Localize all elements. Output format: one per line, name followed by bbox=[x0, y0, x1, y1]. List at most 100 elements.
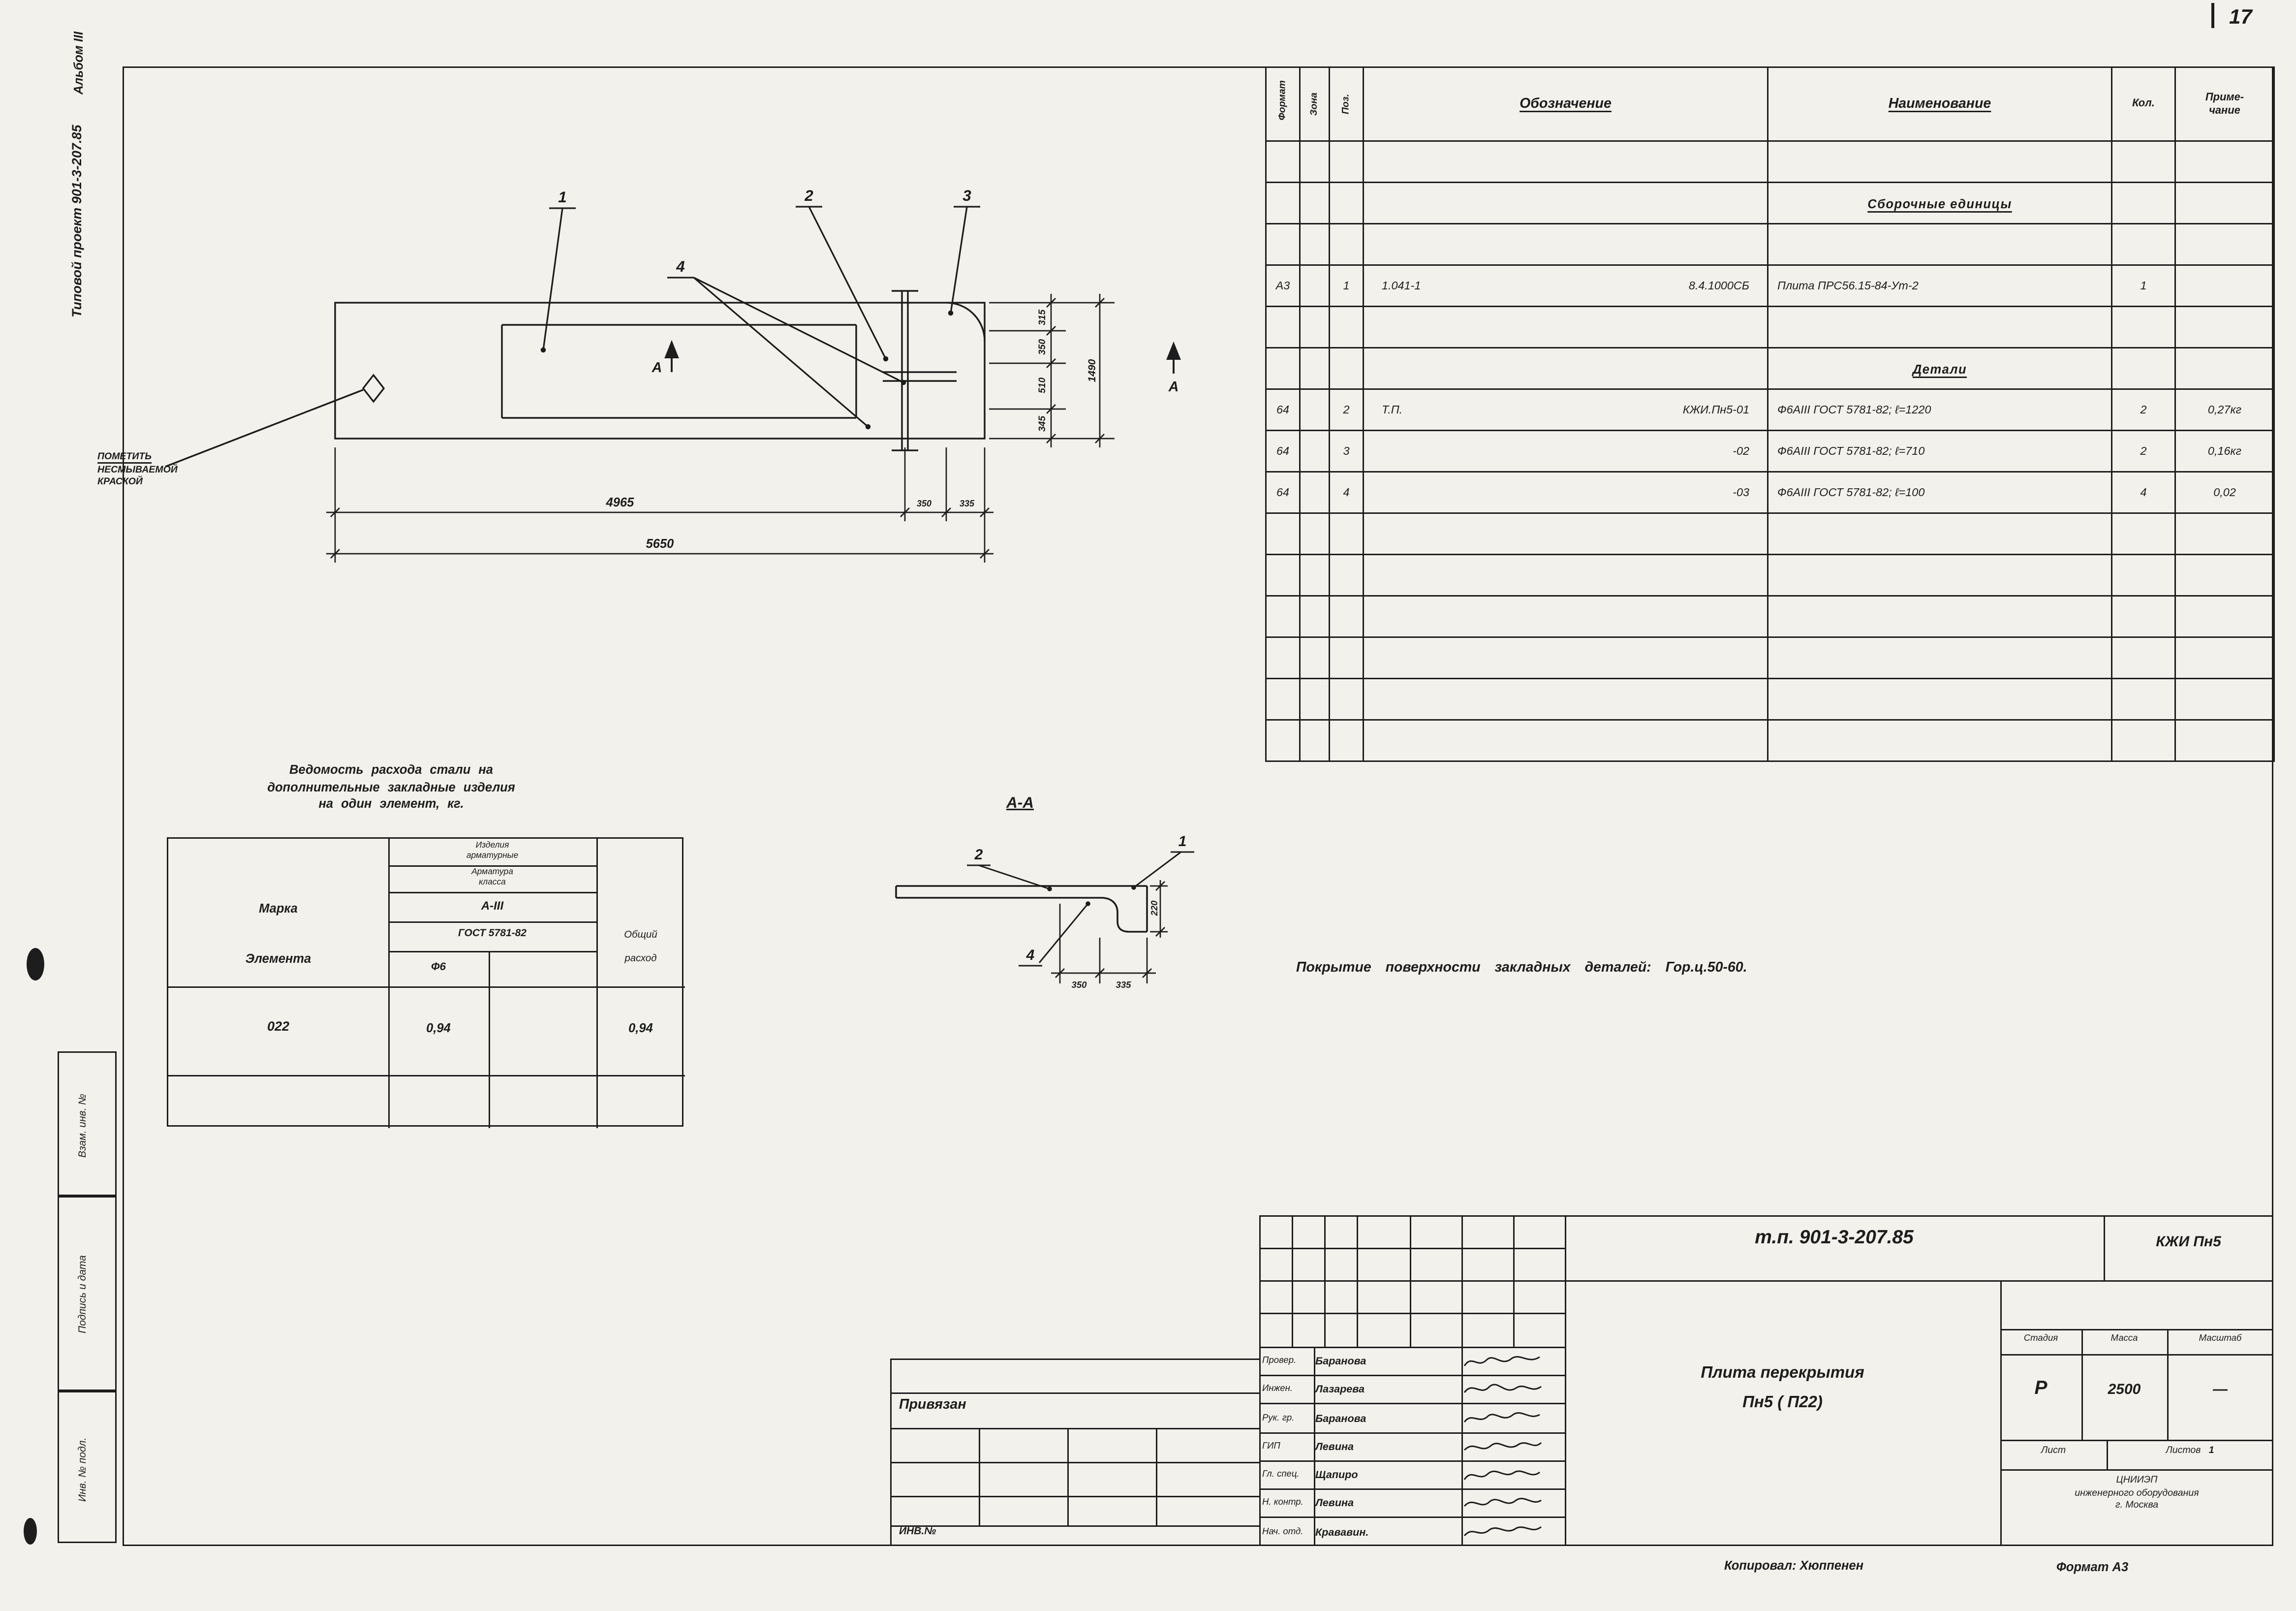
dim-4965: 4965 bbox=[606, 496, 635, 509]
attached-label: Привязан bbox=[899, 1397, 966, 1413]
dim-v345: 345 bbox=[1037, 416, 1048, 432]
section-drawing: А-А 2 1 4 220 350 335 bbox=[895, 793, 1194, 990]
section-cut-marks bbox=[664, 340, 1181, 374]
section-dim-335: 335 bbox=[1116, 979, 1132, 990]
signer-role: Нач. отд. bbox=[1262, 1526, 1303, 1537]
margin-inv-label: Инв. № подл. bbox=[78, 1437, 89, 1502]
dim-335: 335 bbox=[960, 499, 975, 508]
signer-row: Гл. спец. Щапиро bbox=[1259, 1460, 1565, 1488]
spec-header-format: Формат bbox=[1265, 66, 1301, 142]
steel-row-mark: 022 bbox=[267, 1019, 290, 1034]
drawing-title-line1: Плита перекрытия bbox=[1701, 1364, 1864, 1382]
coating-note: Покрытие поверхности закладных деталей: … bbox=[1296, 960, 1747, 976]
drawing-title-line2: Пн5 ( П22) bbox=[1742, 1394, 1823, 1412]
dim-v1490: 1490 bbox=[1086, 359, 1098, 382]
page-number: 17 bbox=[2229, 4, 2252, 28]
signer-row: Нач. отд. Крававин. bbox=[1259, 1516, 1565, 1546]
plan-dimension-lines bbox=[326, 294, 1115, 563]
margin-album-label: Альбом III bbox=[71, 31, 86, 95]
signer-name: Левина bbox=[1315, 1440, 1354, 1453]
plan-callout-2: 2 bbox=[804, 187, 813, 204]
paint-note-line3: КРАСКОЙ bbox=[97, 477, 143, 487]
plan-callout-3: 3 bbox=[962, 187, 971, 204]
signer-role: Н. контр. bbox=[1262, 1497, 1303, 1508]
signature-mark bbox=[1463, 1355, 1540, 1366]
title-block: т.п. 901-3-207.85 КЖИ Пн5 Плита перекрыт… bbox=[890, 1215, 2275, 1546]
scale-value: — bbox=[2213, 1382, 2228, 1398]
footer-copied: Копировал: Хюппенен bbox=[1724, 1558, 1863, 1573]
section-letter-left: А bbox=[652, 360, 662, 376]
sheets-count: 1 bbox=[2208, 1446, 2214, 1456]
stage-value: Р bbox=[2034, 1376, 2048, 1398]
spec-section-row-details: Детали bbox=[1265, 347, 2275, 390]
section-callout-4: 4 bbox=[1026, 947, 1035, 963]
spec-header-zone: Зона bbox=[1299, 66, 1330, 142]
steel-header-f6: Ф6 bbox=[431, 960, 446, 973]
paint-note: ПОМЕТИТЬ НЕСМЫВАЕМОЙ КРАСКОЙ bbox=[97, 452, 178, 490]
signer-role: ГИП bbox=[1262, 1441, 1280, 1452]
steel-row-f6: 0,94 bbox=[426, 1020, 451, 1035]
section-dim-350: 350 bbox=[1072, 979, 1087, 990]
signer-row: ГИП Левина bbox=[1259, 1432, 1565, 1460]
embed-plate-mark bbox=[362, 374, 385, 403]
callout-leaders bbox=[540, 206, 980, 430]
spec-header-designation: Обозначение bbox=[1363, 66, 1769, 142]
spec-empty-row bbox=[1265, 595, 2275, 638]
spec-empty-row bbox=[1265, 678, 2275, 721]
steel-table-title: Ведомость расхода стали на дополнительны… bbox=[267, 762, 515, 811]
dim-v315: 315 bbox=[1037, 310, 1048, 325]
steel-header-aiii: А-III bbox=[481, 899, 504, 913]
section-callout-1: 1 bbox=[1179, 833, 1187, 850]
margin-box-podpis bbox=[58, 1196, 117, 1391]
signature-mark bbox=[1463, 1383, 1542, 1392]
paint-note-line1: ПОМЕТИТЬ bbox=[97, 452, 152, 462]
scan-smudge bbox=[24, 1518, 37, 1545]
margin-vzam-label: Взам. инв. № bbox=[78, 1094, 89, 1158]
spec-section-row-assemblies: Сборочные единицы bbox=[1265, 182, 2275, 224]
mass-header: Масса bbox=[2110, 1333, 2138, 1344]
margin-box-vzam bbox=[58, 1051, 117, 1196]
scan-smudge bbox=[27, 948, 44, 980]
margin-project-label: Типовой проект 901-3-207.85 bbox=[69, 125, 84, 317]
org-name: ЦНИИЭП инженерного оборудования г. Москв… bbox=[2075, 1475, 2199, 1511]
signer-role: Гл. спец. bbox=[1262, 1469, 1300, 1480]
margin-box-inv bbox=[58, 1391, 117, 1543]
dim-5650: 5650 bbox=[646, 537, 674, 551]
signer-name: Баранова bbox=[1315, 1411, 1366, 1424]
signer-name: Баранова bbox=[1315, 1354, 1366, 1367]
spec-empty-row bbox=[1265, 306, 2275, 348]
dim-v510: 510 bbox=[1037, 378, 1048, 393]
doc-number: т.п. 901-3-207.85 bbox=[1755, 1226, 1914, 1248]
specification-table: Формат Зона Поз. Обозначение Наименовани… bbox=[1265, 66, 2275, 762]
spec-header-row: Формат Зона Поз. Обозначение Наименовани… bbox=[1265, 66, 2275, 142]
spec-section-details: Детали bbox=[1767, 347, 2112, 390]
signer-name: Лазарева bbox=[1315, 1382, 1365, 1395]
section-texts: А-А 2 1 4 220 350 335 bbox=[974, 793, 1187, 990]
sheet-header: Лист bbox=[2041, 1446, 2066, 1456]
section-letter-right: А bbox=[1168, 379, 1179, 395]
dim-v350: 350 bbox=[1037, 339, 1048, 355]
signer-role: Провер. bbox=[1262, 1356, 1297, 1366]
section-dimension-lines bbox=[1051, 880, 1168, 983]
section-leaders bbox=[967, 851, 1194, 967]
signer-row: Провер. Баранова bbox=[1259, 1347, 1565, 1375]
signer-name: Крававин. bbox=[1315, 1524, 1369, 1538]
signer-name: Щапиро bbox=[1315, 1468, 1358, 1481]
signer-role: Инжен. bbox=[1262, 1384, 1293, 1394]
spec-empty-row bbox=[1265, 636, 2275, 679]
slab-plan-outline bbox=[165, 290, 986, 468]
mass-value: 2500 bbox=[2108, 1382, 2141, 1398]
signature-mark bbox=[1463, 1497, 1542, 1506]
plan-callout-4: 4 bbox=[676, 257, 685, 275]
steel-row-total: 0,94 bbox=[628, 1020, 653, 1035]
inventory-label: ИНВ.№ bbox=[899, 1527, 936, 1537]
fold-mark bbox=[2211, 3, 2214, 28]
signature-mark bbox=[1463, 1412, 1540, 1422]
section-callout-2: 2 bbox=[974, 847, 983, 863]
spec-header-note: Приме-чание bbox=[2174, 66, 2275, 142]
